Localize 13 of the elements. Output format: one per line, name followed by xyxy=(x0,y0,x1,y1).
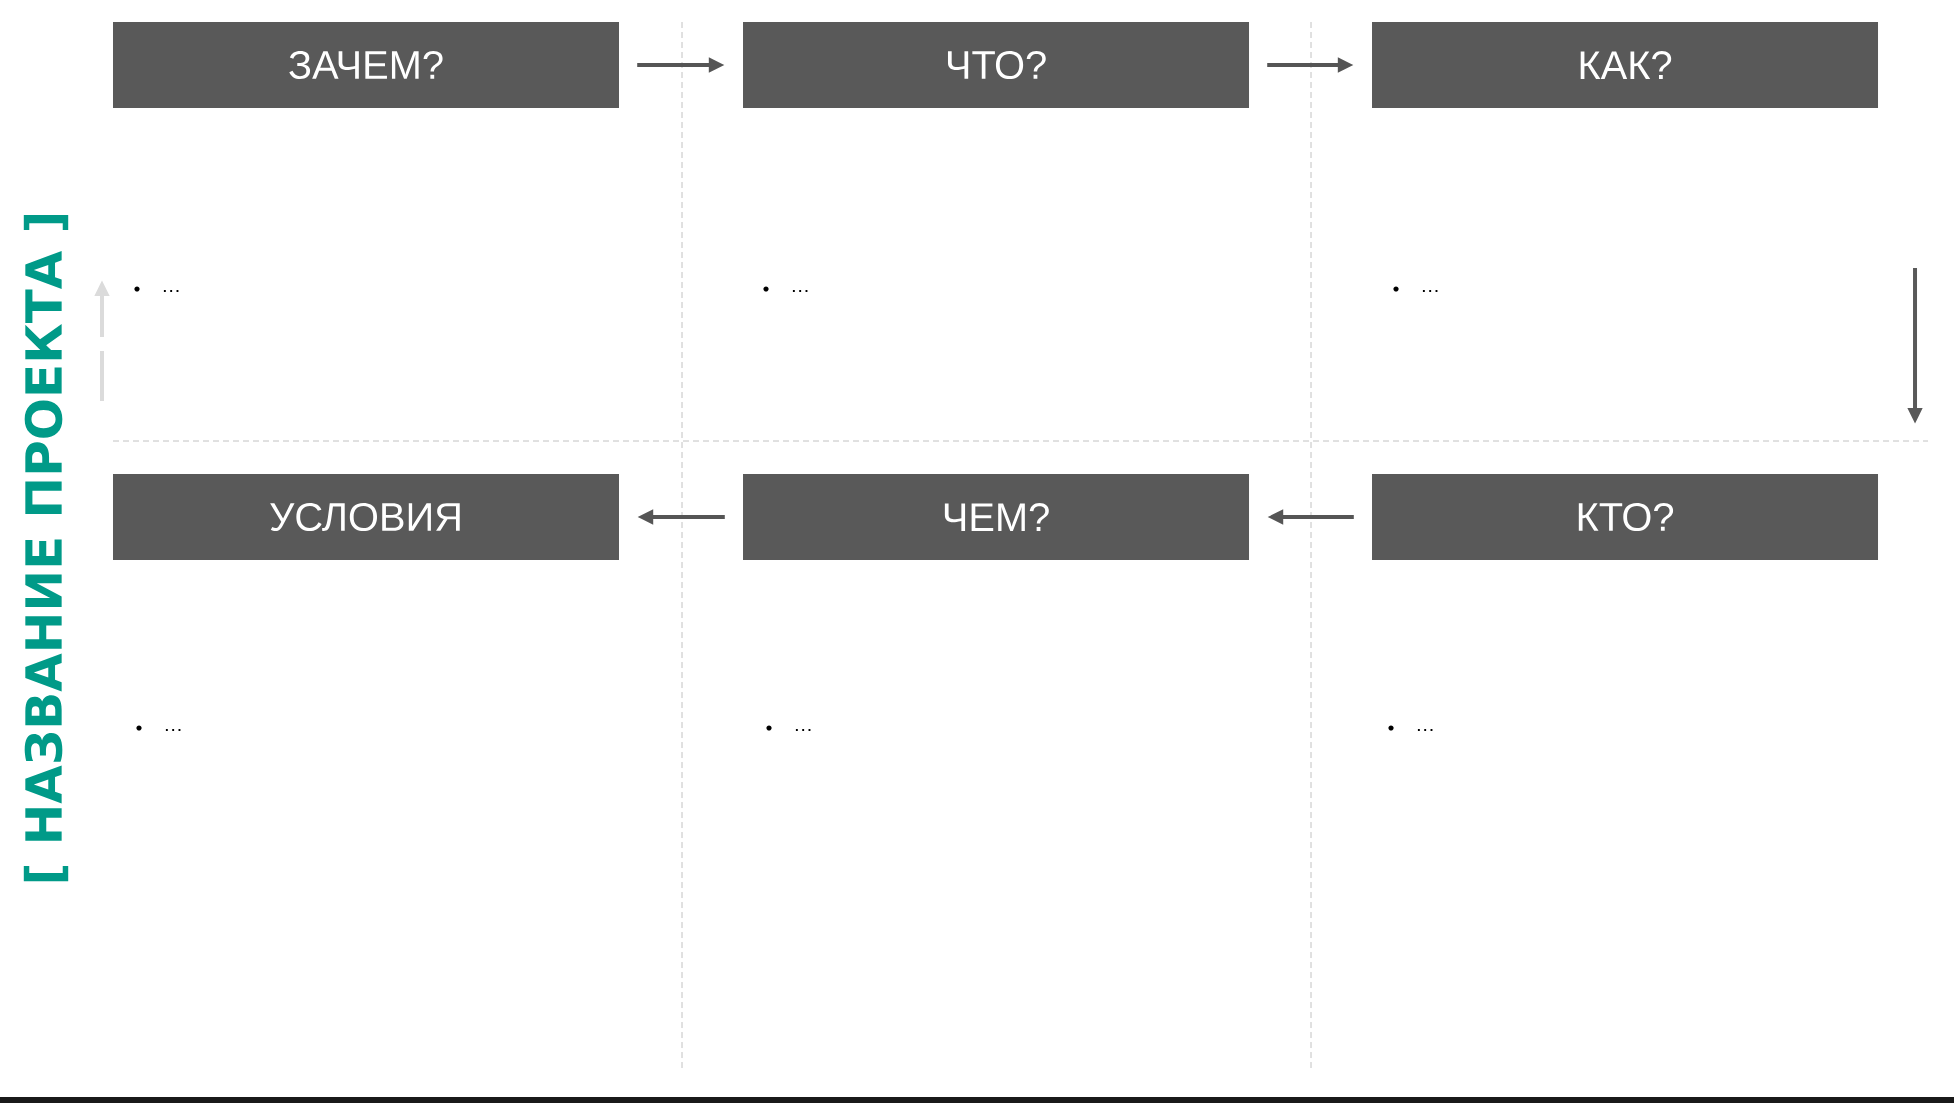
header-box: КТО? xyxy=(1372,474,1878,560)
bullet-text: … xyxy=(165,728,181,732)
header-box: ЧТО? xyxy=(743,22,1249,108)
header-box: ЧЕМ? xyxy=(743,474,1249,560)
bullet-text: … xyxy=(163,289,179,293)
bullet-text: … xyxy=(1422,289,1438,293)
title: [ НАЗВАНИЕ ПРОЕКТА ] xyxy=(23,214,69,882)
header-box: ЗАЧЕМ? xyxy=(113,22,619,108)
bullet-text: … xyxy=(792,289,808,293)
bullet-text: … xyxy=(1417,728,1433,732)
header-box: КАК? xyxy=(1372,22,1878,108)
header-box: УСЛОВИЯ xyxy=(113,474,619,560)
bullet-text: … xyxy=(795,728,811,732)
